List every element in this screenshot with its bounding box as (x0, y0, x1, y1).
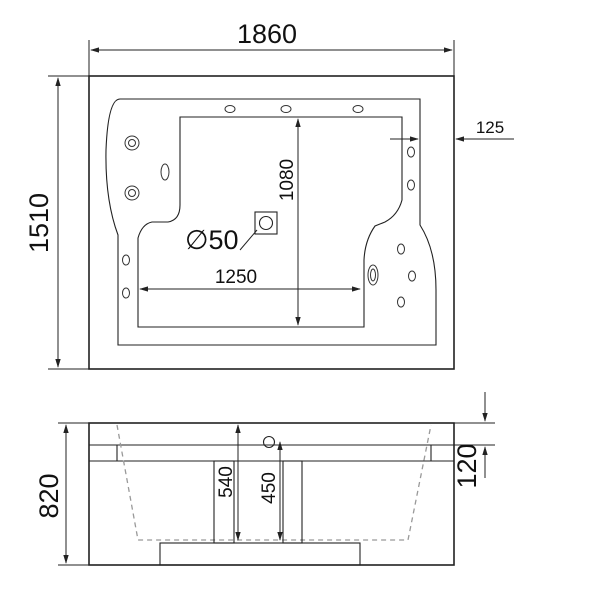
seat-label: 450 (259, 472, 280, 504)
dim-width-1860: 1860 (88, 19, 455, 76)
dim-120: 120 (452, 392, 495, 489)
top-view: 1860 1510 1250 1080 125 ∅50 (24, 19, 514, 370)
skirt-label: 540 (216, 466, 237, 498)
support-leg-left (213, 460, 235, 544)
support-leg-right (282, 460, 303, 544)
right-side-jets (367, 146, 416, 308)
tub-outer-outline (88, 75, 455, 370)
top-edge-jets (224, 105, 364, 113)
inner-width-label: 1250 (215, 267, 257, 288)
tub-basin-outline (137, 116, 403, 328)
dim-450: 450 (259, 441, 283, 541)
left-headrest-jets (124, 135, 170, 201)
drain (239, 211, 278, 251)
length-label: 1510 (24, 193, 54, 253)
rim-label: 125 (476, 118, 504, 137)
dim-rim-125: 125 (390, 118, 514, 142)
drain-label: ∅50 (185, 225, 239, 255)
dim-inner-width-1250: 1250 (139, 267, 361, 292)
width-label: 1860 (237, 19, 297, 49)
dim-inner-length-1080: 1080 (277, 118, 301, 326)
dim-540: 540 (216, 424, 241, 541)
dim-length-1510: 1510 (24, 75, 89, 370)
tub-rim-outline (105, 98, 437, 346)
left-lower-jets (122, 254, 130, 299)
overflow-hole (262, 435, 276, 449)
dim-height-820: 820 (34, 422, 89, 566)
height-label: 820 (34, 473, 64, 518)
inner-length-label: 1080 (277, 159, 298, 201)
rim-height-label: 120 (452, 443, 482, 488)
side-view: 820 540 450 120 (34, 392, 495, 566)
base-plinth (159, 542, 361, 566)
hidden-basin-outline (116, 424, 432, 541)
